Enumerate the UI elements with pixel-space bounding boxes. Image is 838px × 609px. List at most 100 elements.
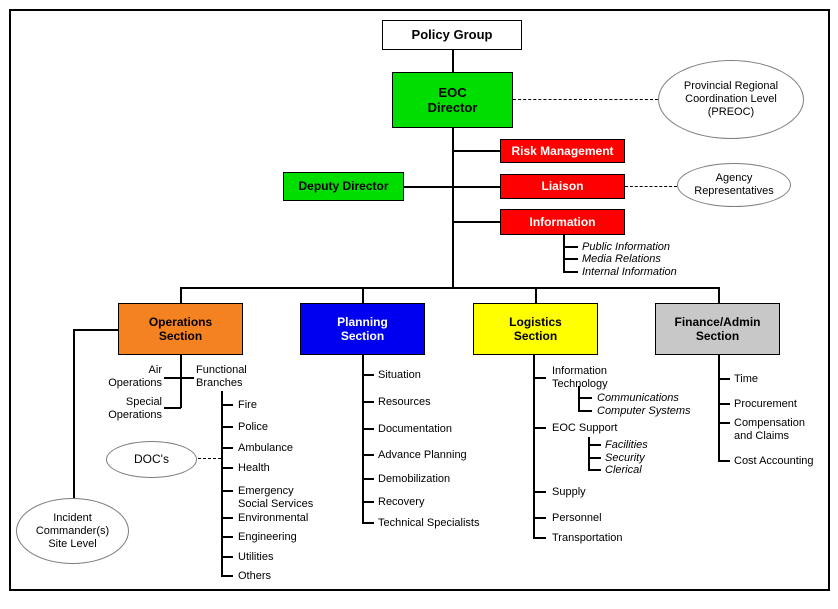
operations-section-box: Operations Section	[118, 303, 243, 355]
connector-line	[588, 437, 590, 470]
preoc-ellipse: Provincial Regional Coordination Level (…	[658, 60, 804, 139]
connector-line	[221, 467, 233, 469]
deputy-director-box: Deputy Director	[283, 172, 404, 201]
connector-line	[452, 50, 454, 72]
branch-item: Fire	[238, 399, 257, 411]
connector-line	[718, 287, 720, 303]
connector-line	[180, 287, 719, 289]
branch-item: Police	[238, 421, 268, 433]
information-technology-label: Information Technology	[552, 365, 608, 390]
logistics-section-box: Logistics Section	[473, 303, 598, 355]
logistics-item: Personnel	[552, 512, 602, 524]
connector-line	[180, 355, 182, 408]
connector-line	[533, 537, 546, 539]
finance-admin-section-box: Finance/Admin Section	[655, 303, 780, 355]
connector-line	[563, 246, 578, 248]
connector-line	[362, 478, 374, 480]
connector-line	[718, 422, 730, 424]
connector-line	[362, 374, 374, 376]
connector-line	[563, 235, 565, 273]
eoc-support-subitem: Facilities	[605, 439, 648, 451]
connector-line	[164, 377, 194, 379]
connector-line	[362, 287, 364, 303]
eoc-support-label: EOC Support	[552, 422, 618, 434]
connector-line	[362, 522, 374, 524]
connector-line	[533, 355, 535, 538]
connector-line	[221, 426, 233, 428]
branch-item: Environmental	[238, 512, 309, 524]
connector-line	[221, 391, 223, 576]
connector-line	[362, 355, 364, 523]
incident-commander-ellipse: Incident Commander(s) Site Level	[16, 498, 129, 564]
policy-group-box: Policy Group	[382, 20, 522, 50]
finance-item: Time	[734, 373, 759, 385]
connector-line	[362, 401, 374, 403]
connector-line	[718, 378, 730, 380]
functional-branches-label: Functional Branches	[196, 364, 247, 389]
eoc-support-subitem: Security	[605, 452, 645, 464]
connector-line	[221, 536, 233, 538]
connector-line	[533, 377, 546, 379]
connector-line	[578, 410, 592, 412]
connector-line	[535, 287, 537, 303]
connector-line	[452, 128, 454, 288]
docs-ellipse: DOC's	[106, 441, 197, 478]
it-subitem: Communications	[597, 392, 679, 404]
connector-line	[588, 457, 601, 459]
risk-management-box: Risk Management	[500, 139, 625, 163]
branch-item: Engineering	[238, 531, 297, 543]
connector-line	[578, 397, 592, 399]
information-subitem: Public Information	[582, 241, 671, 253]
branch-item: Utilities	[238, 551, 274, 563]
planning-item: Recovery	[378, 496, 425, 508]
connector-line	[221, 447, 233, 449]
connector-line	[221, 556, 233, 558]
connector-line	[73, 329, 118, 331]
dashed-connector	[513, 99, 658, 100]
branch-item: Emergency Social Services	[238, 485, 314, 510]
planning-item: Technical Specialists	[378, 517, 480, 529]
eoc-director-box: EOC Director	[392, 72, 513, 128]
information-subitem: Internal Information	[582, 266, 677, 278]
planning-item: Demobilization	[378, 473, 451, 485]
connector-line	[533, 427, 546, 429]
connector-line	[452, 150, 500, 152]
connector-line	[533, 517, 546, 519]
planning-section-box: Planning Section	[300, 303, 425, 355]
connector-line	[362, 428, 374, 430]
connector-line	[164, 407, 181, 409]
information-subitem: Media Relations	[582, 253, 661, 265]
connector-line	[533, 491, 546, 493]
planning-item: Advance Planning	[378, 449, 467, 461]
connector-line	[452, 221, 500, 223]
connector-line	[221, 517, 233, 519]
dashed-connector	[198, 458, 221, 459]
planning-item: Resources	[378, 396, 431, 408]
connector-line	[563, 271, 578, 273]
planning-item: Situation	[378, 369, 421, 381]
agency-representatives-ellipse: Agency Representatives	[677, 163, 791, 207]
connector-line	[588, 469, 601, 471]
connector-line	[362, 454, 374, 456]
connector-line	[180, 287, 182, 303]
connector-line	[221, 575, 233, 577]
logistics-item: Supply	[552, 486, 586, 498]
special-operations-label: Special Operations	[108, 396, 162, 421]
connector-line	[404, 186, 500, 188]
finance-item: Compensation and Claims	[734, 417, 805, 442]
connector-line	[588, 444, 601, 446]
information-box: Information	[500, 209, 625, 235]
logistics-item: Transportation	[552, 532, 623, 544]
connector-line	[221, 404, 233, 406]
connector-line	[718, 403, 730, 405]
branch-item: Health	[238, 462, 270, 474]
connector-line	[578, 386, 580, 411]
air-operations-label: Air Operations	[108, 364, 162, 389]
chart-border	[9, 9, 830, 591]
finance-item: Cost Accounting	[734, 455, 814, 467]
dashed-connector	[625, 186, 677, 187]
branch-item: Ambulance	[238, 442, 294, 454]
connector-line	[718, 460, 730, 462]
eoc-support-subitem: Clerical	[605, 464, 642, 476]
